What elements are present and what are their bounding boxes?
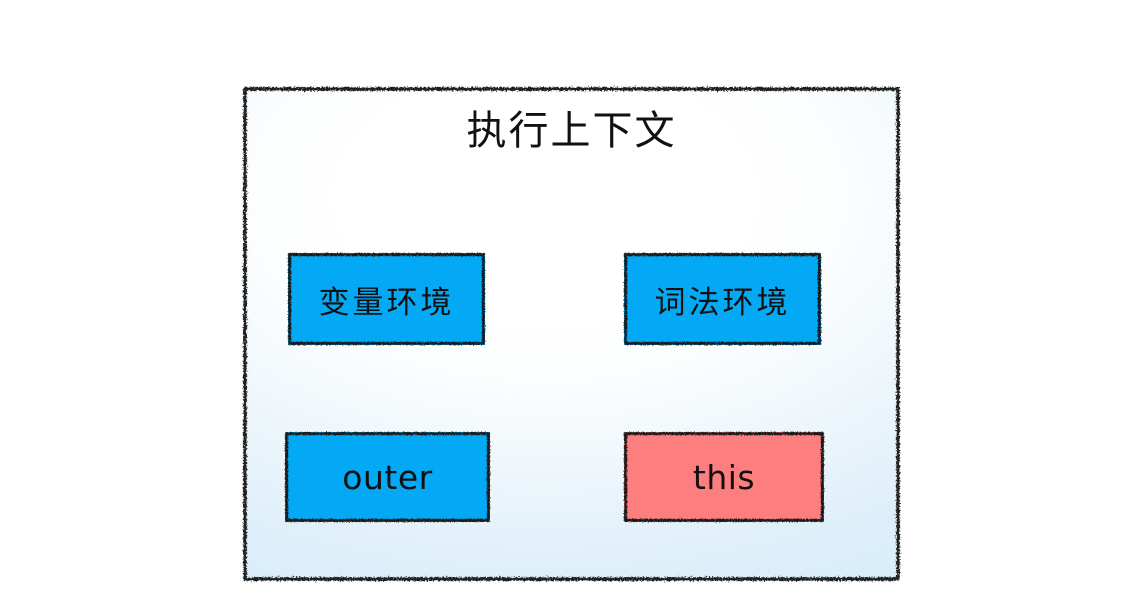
node-label: this (692, 457, 756, 497)
node-label: 词法环境 (654, 284, 791, 321)
node-lexical-environment[interactable]: 词法环境 (624, 253, 821, 345)
node-label: 变量环境 (318, 284, 455, 321)
node-variable-environment[interactable]: 变量环境 (288, 253, 485, 345)
node-this[interactable]: this (624, 432, 824, 522)
node-outer[interactable]: outer (285, 432, 490, 522)
page-title: 执行上下文 (466, 108, 677, 154)
execution-context-frame: 执行上下文 变量环境 (243, 87, 900, 581)
node-label: outer (342, 457, 433, 497)
